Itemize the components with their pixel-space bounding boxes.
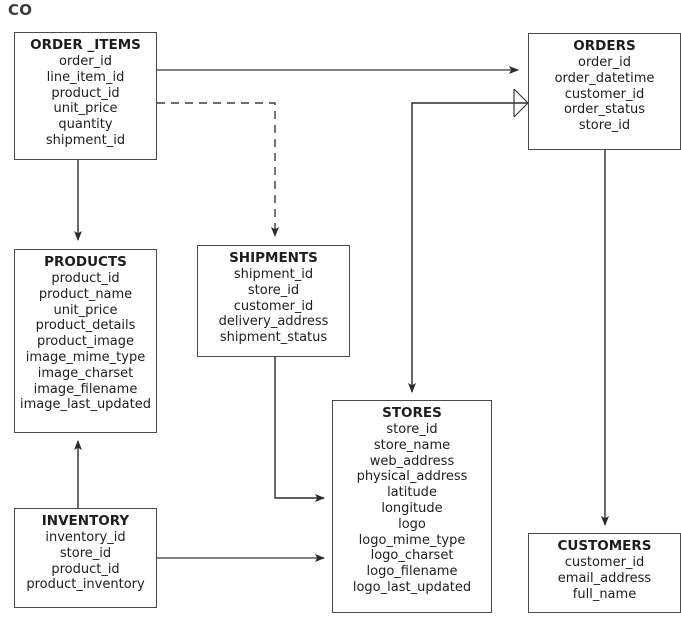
attribute: inventory_id xyxy=(45,530,126,545)
attribute-list: inventory_id store_id product_id product… xyxy=(15,530,156,593)
attribute: logo_mime_type xyxy=(358,532,466,548)
entity-products[interactable]: PRODUCTS product_id product_name unit_pr… xyxy=(14,249,157,433)
attribute: image_charset xyxy=(37,365,134,381)
attribute: store_id xyxy=(59,545,112,561)
attribute: store_id xyxy=(578,118,631,134)
attribute: logo xyxy=(398,516,426,532)
attribute-list: order_id order_datetime customer_id orde… xyxy=(529,55,680,134)
attribute: quantity xyxy=(58,117,113,133)
attribute: longitude xyxy=(381,500,443,516)
attribute: unit_price xyxy=(53,302,118,318)
attribute: product_inventory xyxy=(26,577,145,593)
connector-order-items-to-orders xyxy=(142,55,519,85)
attribute: order_id xyxy=(577,55,632,70)
attribute: customer_id xyxy=(564,555,645,570)
connector-orders-to-stores xyxy=(408,88,529,393)
attribute: unit_price xyxy=(53,101,118,117)
entity-title: ORDERS xyxy=(573,38,636,54)
entity-shipments[interactable]: SHIPMENTS shipment_id store_id customer_… xyxy=(197,245,350,357)
attribute: image_filename xyxy=(33,381,138,397)
connector-inventory-to-stores xyxy=(142,543,325,573)
attribute-list: product_id product_name unit_price produ… xyxy=(15,271,156,413)
attribute-list: shipment_id store_id customer_id deliver… xyxy=(198,267,349,346)
connector-orders-to-customers xyxy=(590,135,620,526)
entity-title: ORDER _ITEMS xyxy=(30,37,141,53)
entity-title: SHIPMENTS xyxy=(229,250,318,266)
attribute: store_id xyxy=(247,282,300,298)
connector-order-items-to-products xyxy=(63,145,93,241)
diagram-title: CO xyxy=(8,1,33,19)
attribute: product_id xyxy=(51,271,120,286)
entity-title: CUSTOMERS xyxy=(557,538,652,554)
attribute: order_datetime xyxy=(554,70,655,86)
attribute: shipment_id xyxy=(45,132,126,148)
connector-shipments-to-stores xyxy=(260,342,325,502)
connector-order-items-to-shipments xyxy=(142,90,279,237)
attribute-list: customer_id email_address full_name xyxy=(529,555,680,602)
attribute-list: store_id store_name web_address physical… xyxy=(333,422,491,596)
attribute: product_id xyxy=(51,85,120,101)
attribute: logo_charset xyxy=(370,548,454,564)
entity-customers[interactable]: CUSTOMERS customer_id email_address full… xyxy=(528,533,681,613)
attribute: web_address xyxy=(369,453,455,469)
attribute: shipment_id xyxy=(233,267,314,282)
attribute: physical_address xyxy=(356,469,468,485)
attribute: latitude xyxy=(387,485,437,501)
attribute: product_name xyxy=(38,286,133,302)
attribute: order_id xyxy=(58,54,113,69)
attribute: image_mime_type xyxy=(25,349,146,365)
attribute: store_id xyxy=(386,422,438,437)
attribute: product_id xyxy=(51,561,120,577)
attribute: email_address xyxy=(557,570,652,586)
entity-title: STORES xyxy=(382,405,442,421)
entity-title: PRODUCTS xyxy=(44,254,127,270)
attribute-list: order_id line_item_id product_id unit_pr… xyxy=(15,54,156,149)
entity-stores[interactable]: STORES store_id store_name web_address p… xyxy=(332,400,492,613)
attribute: customer_id xyxy=(564,86,645,102)
attribute: store_name xyxy=(373,437,451,453)
attribute: shipment_status xyxy=(219,330,328,346)
attribute: order_status xyxy=(563,102,646,118)
attribute: customer_id xyxy=(233,298,314,314)
attribute: full_name xyxy=(572,586,637,602)
attribute: line_item_id xyxy=(46,69,125,85)
entity-inventory[interactable]: INVENTORY inventory_id store_id product_… xyxy=(14,508,157,608)
attribute: image_last_updated xyxy=(20,397,151,413)
entity-orders[interactable]: ORDERS order_id order_datetime customer_… xyxy=(528,33,681,150)
attribute: product_image xyxy=(37,334,134,350)
attribute: product_details xyxy=(35,318,136,334)
attribute: logo_last_updated xyxy=(352,579,472,595)
entity-order-items[interactable]: ORDER _ITEMS order_id line_item_id produ… xyxy=(14,32,157,160)
entity-title: INVENTORY xyxy=(41,513,130,529)
attribute: delivery_address xyxy=(218,314,329,330)
attribute: logo_filename xyxy=(366,564,458,580)
